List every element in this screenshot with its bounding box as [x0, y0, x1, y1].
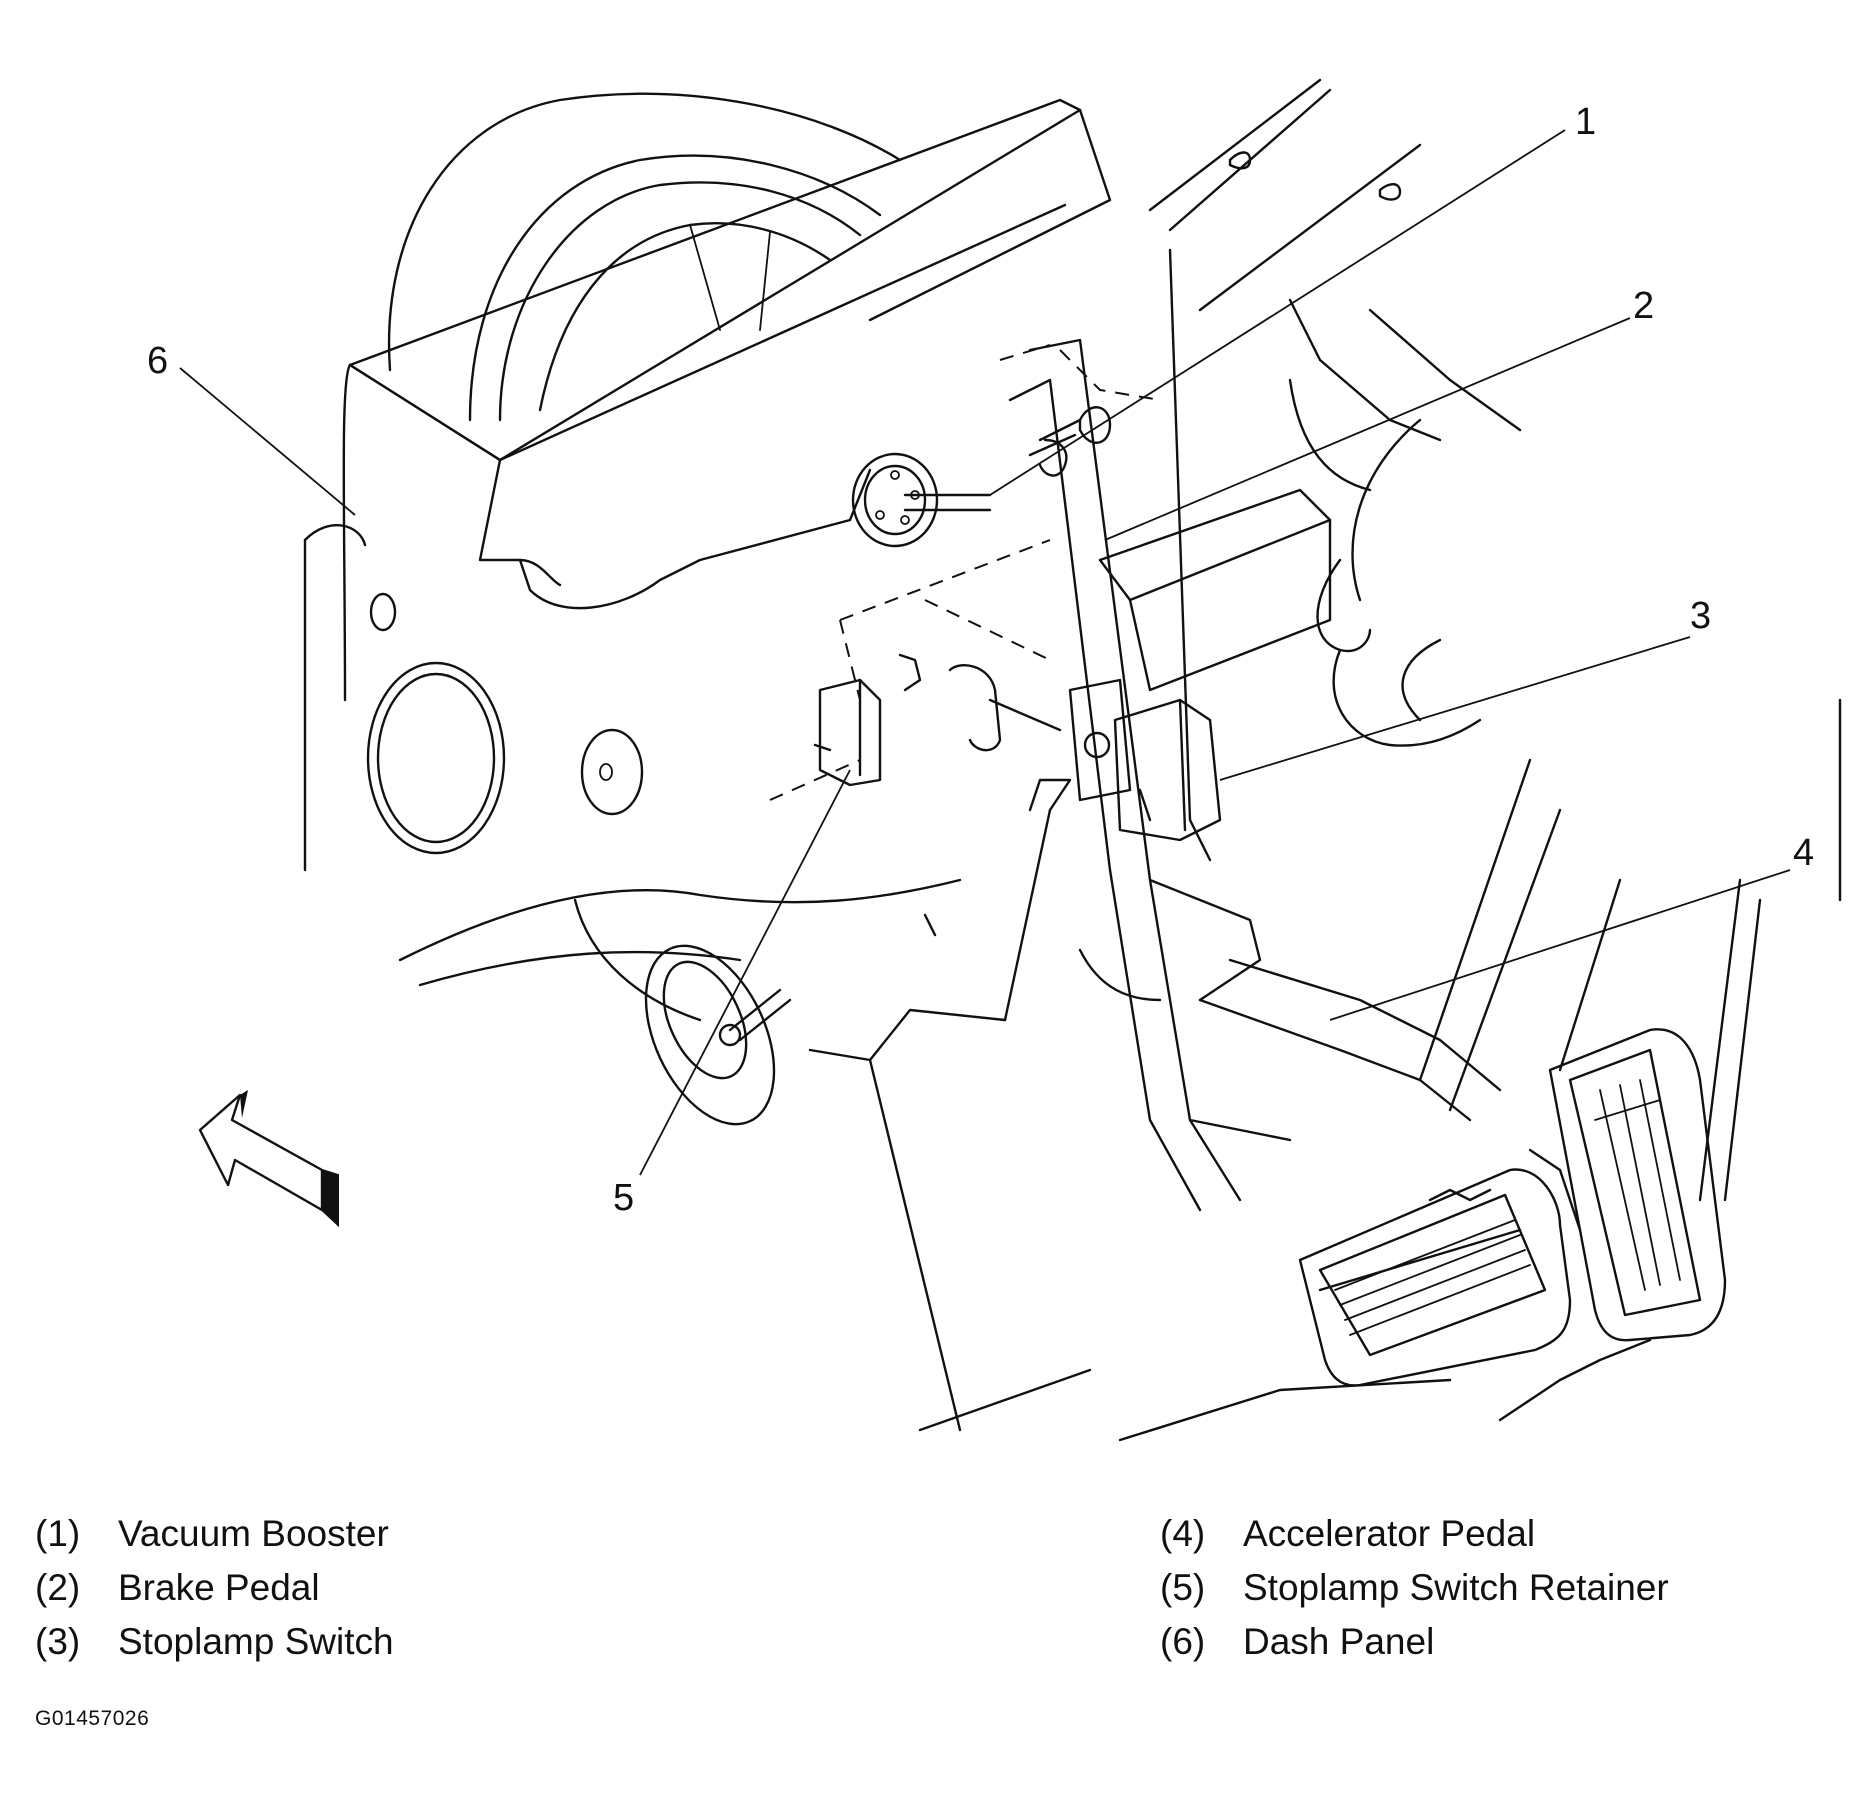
dash-panel	[303, 363, 962, 1022]
callout-4: 4	[1793, 832, 1814, 874]
legend-label: Vacuum Booster	[118, 1513, 389, 1554]
callout-5: 5	[613, 1177, 634, 1219]
upper-brace	[348, 78, 1422, 462]
figure-id: G01457026	[35, 1707, 150, 1730]
legend-code: (5)	[1160, 1567, 1206, 1608]
legend-item-accelerator-pedal: (4) Accelerator Pedal	[1160, 1512, 1535, 1556]
legend-label: Dash Panel	[1243, 1621, 1435, 1662]
stoplamp-switch	[1068, 678, 1222, 842]
installation-guide-lines	[769, 344, 1161, 801]
legend-item-stoplamp-switch: (3) Stoplamp Switch	[35, 1620, 394, 1664]
legend-item-stoplamp-switch-retainer: (5) Stoplamp Switch Retainer	[1160, 1566, 1669, 1610]
legend-code: (3)	[35, 1621, 81, 1662]
legend-code: (6)	[1160, 1621, 1206, 1662]
mounting-stud	[644, 913, 937, 1126]
callout-1: 1	[1575, 101, 1596, 143]
legend-item-dash-panel: (6) Dash Panel	[1160, 1620, 1434, 1664]
legend-item-vacuum-booster: (1) Vacuum Booster	[35, 1512, 389, 1556]
callout-leaders	[179, 129, 1791, 1176]
stoplamp-switch-retainer	[813, 653, 1062, 787]
legend-code: (2)	[35, 1567, 81, 1608]
direction-arrow-icon	[198, 1090, 339, 1228]
accelerator-pedal	[1528, 1028, 1727, 1342]
vacuum-booster-drum	[387, 92, 902, 422]
legend-label: Stoplamp Switch Retainer	[1243, 1567, 1669, 1608]
booster-pushrod	[851, 418, 1082, 548]
brake-pedal-arm	[1008, 338, 1502, 1212]
legend-label: Brake Pedal	[118, 1567, 320, 1608]
callout-6: 6	[147, 340, 168, 382]
brake-pedal-pad	[1298, 1168, 1572, 1387]
legend-code: (1)	[35, 1513, 81, 1554]
callout-2: 2	[1633, 285, 1654, 327]
legend-item-brake-pedal: (2) Brake Pedal	[35, 1566, 320, 1610]
legend-code: (4)	[1160, 1513, 1206, 1554]
legend-label: Stoplamp Switch	[118, 1621, 394, 1662]
floor-structure	[808, 248, 1842, 1442]
callout-3: 3	[1690, 595, 1711, 637]
legend-label: Accelerator Pedal	[1243, 1513, 1536, 1554]
